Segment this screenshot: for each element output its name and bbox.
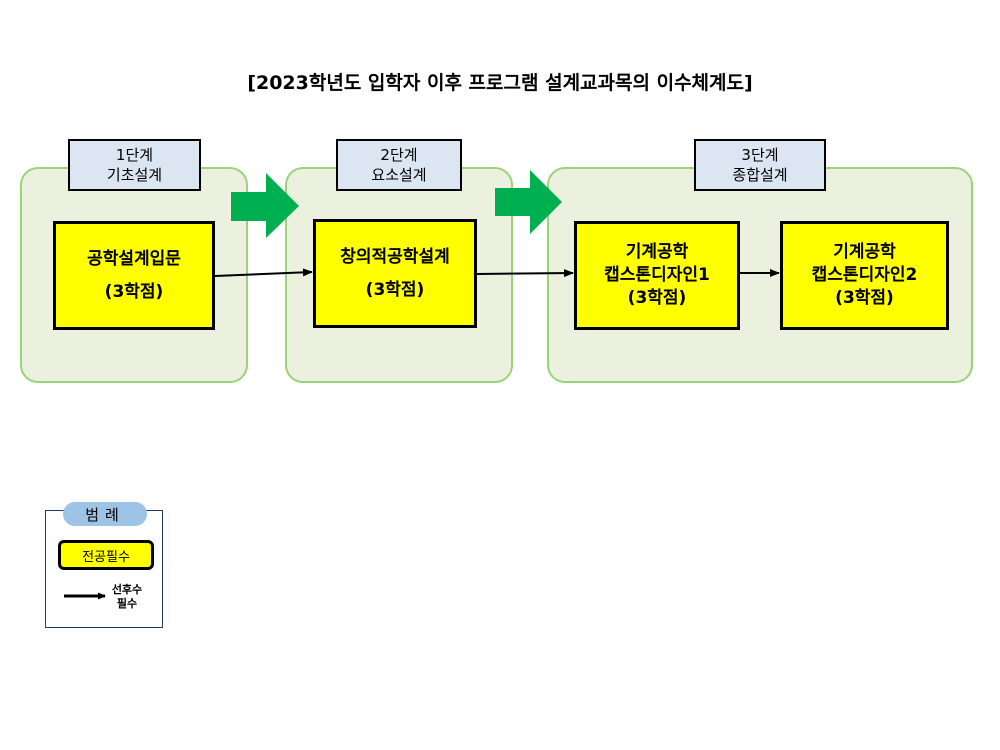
stage-3-label: 3단계 종합설계: [694, 139, 826, 191]
course-credit: (3학점): [835, 288, 894, 308]
stage-1-label: 1단계 기초설계: [68, 139, 201, 191]
stage-2-name: 요소설계: [371, 166, 427, 184]
course-intro-engineering-design: 공학설계입문 (3학점): [53, 221, 215, 330]
course-credit: (3학점): [104, 281, 164, 302]
stage-1-to-2-arrow: [231, 173, 299, 238]
legend-prerequisite-line2: 필수: [116, 597, 138, 610]
stage-3-number: 3단계: [741, 146, 779, 164]
course-creative-engineering-design: 창의적공학설계 (3학점): [313, 219, 477, 328]
course-credit: (3학점): [365, 279, 425, 300]
stage-2-to-3-arrow: [495, 170, 562, 234]
legend-title: 범례: [63, 502, 147, 526]
stage-2-number: 2단계: [380, 146, 418, 164]
stage-1-name: 기초설계: [106, 166, 163, 184]
legend-prerequisite-line1: 선후수: [111, 583, 143, 596]
stage-1-number: 1단계: [115, 146, 154, 164]
course-name: 공학설계입문: [87, 248, 181, 269]
legend-major-required: 전공필수: [58, 540, 154, 570]
prereq-arrow-1: [214, 268, 313, 277]
course-capstone-design-1: 기계공학 캡스톤디자인1 (3학점): [574, 221, 740, 330]
diagram-title: [2023학년도 입학자 이후 프로그램 설계교과목의 이수체계도]: [247, 72, 753, 94]
stage-2-label: 2단계 요소설계: [336, 139, 462, 191]
legend-prerequisite-label: 선후수 필수: [104, 583, 150, 611]
course-name-line1: 기계공학: [625, 242, 689, 262]
course-name-line1: 기계공학: [833, 242, 896, 262]
course-credit: (3학점): [627, 288, 687, 308]
course-name-line2: 캡스톤디자인2: [811, 265, 918, 285]
prereq-arrow-2: [476, 269, 574, 278]
course-capstone-design-2: 기계공학 캡스톤디자인2 (3학점): [780, 221, 949, 330]
course-name: 창의적공학설계: [340, 246, 450, 267]
course-name-line2: 캡스톤디자인1: [604, 265, 710, 285]
stage-3-name: 종합설계: [732, 166, 788, 184]
